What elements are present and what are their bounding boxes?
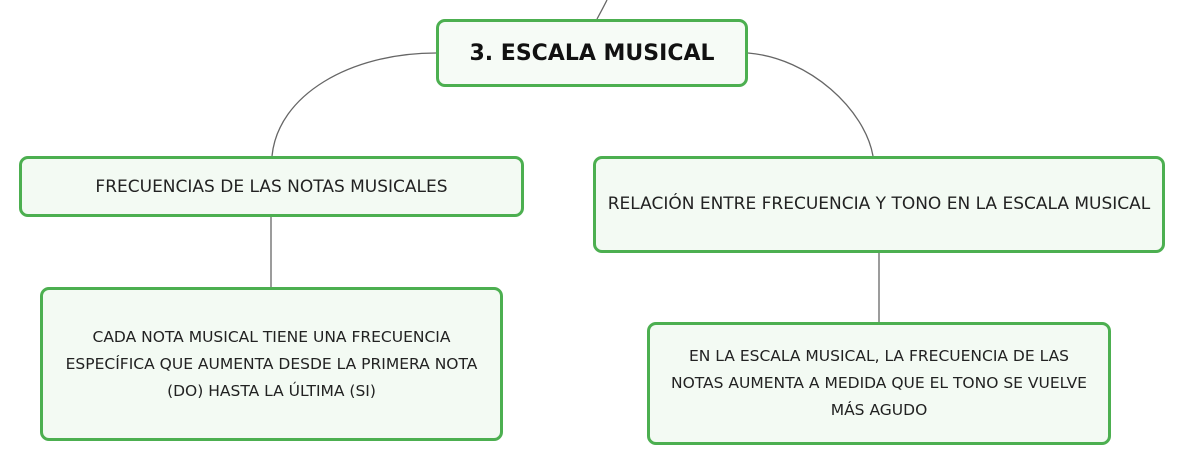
topic-node-frequency-pitch-relation[interactable]: RELACIÓN ENTRE FRECUENCIA Y TONO EN LA E…: [593, 156, 1165, 253]
detail-node-note-frequencies[interactable]: CADA NOTA MUSICAL TIENE UNA FRECUENCIA E…: [40, 287, 503, 441]
topic-node-label: FRECUENCIAS DE LAS NOTAS MUSICALES: [95, 176, 448, 197]
detail-node-text: EN LA ESCALA MUSICAL, LA FRECUENCIA DE L…: [671, 347, 1087, 419]
detail-node-frequency-pitch-relation[interactable]: EN LA ESCALA MUSICAL, LA FRECUENCIA DE L…: [647, 322, 1111, 445]
topic-node-label: RELACIÓN ENTRE FRECUENCIA Y TONO EN LA E…: [607, 194, 1151, 214]
connector-root-to-right-topic: [747, 52, 874, 157]
root-node-label: 3. ESCALA MUSICAL: [469, 40, 715, 66]
connector-root-to-left-topic: [271, 52, 437, 157]
root-node[interactable]: 3. ESCALA MUSICAL: [436, 19, 748, 87]
detail-node-text: CADA NOTA MUSICAL TIENE UNA FRECUENCIA E…: [65, 327, 478, 400]
incoming-connector: [596, 0, 608, 20]
topic-node-note-frequencies[interactable]: FRECUENCIAS DE LAS NOTAS MUSICALES: [19, 156, 524, 217]
